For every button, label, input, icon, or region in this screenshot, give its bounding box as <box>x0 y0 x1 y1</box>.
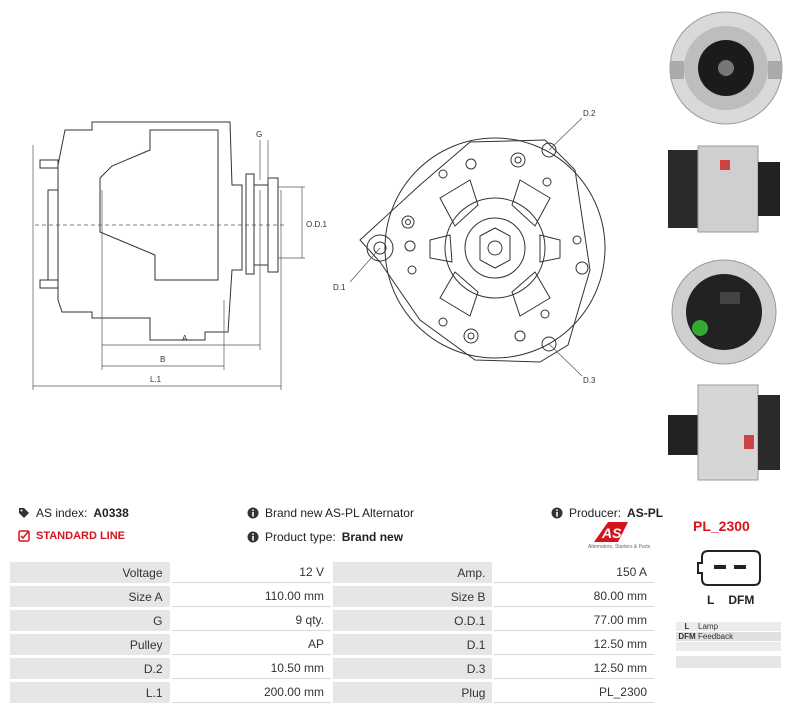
spec-value: 12 V <box>171 562 331 583</box>
spec-value: AP <box>171 634 331 655</box>
technical-drawing: G O.D.1 A B L.1 D.1 D.2 D.3 <box>32 109 606 390</box>
info-icon <box>247 531 259 543</box>
producer: Producer: AS-PL <box>551 506 663 520</box>
spec-label: Size A <box>10 586 170 607</box>
terminal-dfm: DFM <box>728 593 755 607</box>
spec-label: Plug <box>332 682 493 703</box>
spec-table: Voltage 12 V Amp. 150 A Size A 110.00 mm… <box>8 559 656 706</box>
spec-label: Voltage <box>10 562 170 583</box>
product-type-value: Brand new <box>341 530 404 544</box>
spec-value: 80.00 mm <box>494 586 654 607</box>
product-photo-front <box>669 11 783 125</box>
legend-row-empty <box>676 656 781 668</box>
spec-value: 200.00 mm <box>171 682 331 703</box>
plug-terminals: L DFM <box>707 593 754 607</box>
standard-line: STANDARD LINE <box>18 530 125 542</box>
product-type: Product type: Brand new <box>247 530 403 544</box>
table-row: Pulley AP D.1 12.50 mm <box>10 634 654 655</box>
dim-od1-label: O.D.1 <box>306 220 327 229</box>
dim-a-label: A <box>182 334 188 343</box>
spec-value: 9 qty. <box>171 610 331 631</box>
dim-d2-label: D.2 <box>583 109 596 118</box>
description-text: Brand new AS-PL Alternator <box>265 506 414 520</box>
legend-key: DFM <box>678 632 696 641</box>
spec-label: D.2 <box>10 658 170 679</box>
legend-row: L Lamp <box>676 622 781 632</box>
table-row: D.2 10.50 mm D.3 12.50 mm <box>10 658 654 679</box>
terminal-l: L <box>707 593 715 607</box>
as-index-label: AS index: <box>36 506 88 520</box>
product-photo-rear <box>671 259 777 365</box>
info-icon <box>247 507 259 519</box>
info-icon <box>551 507 563 519</box>
dim-b-label: B <box>160 355 165 364</box>
spec-value: 12.50 mm <box>494 658 654 679</box>
product-photo-angle <box>668 384 780 481</box>
plug-diagram <box>697 550 761 586</box>
description: Brand new AS-PL Alternator <box>247 506 414 520</box>
logo-text: AS <box>601 525 622 541</box>
legend-row-empty <box>676 642 781 652</box>
as-index-value: A0338 <box>93 506 129 520</box>
spec-value: 77.00 mm <box>494 610 654 631</box>
spec-label: Pulley <box>10 634 170 655</box>
checkbox-icon <box>18 530 30 542</box>
spec-label: O.D.1 <box>332 610 493 631</box>
tag-icon <box>19 508 29 518</box>
spec-value: 150 A <box>494 562 654 583</box>
spec-label: D.1 <box>332 634 493 655</box>
product-info: AS index: A0338 STANDARD LINE Brand new … <box>0 498 800 558</box>
producer-label: Producer: <box>569 506 622 520</box>
dim-d1-label: D.1 <box>333 283 346 292</box>
spec-label: L.1 <box>10 682 170 703</box>
plug-legend: L Lamp DFM Feedback <box>676 622 781 668</box>
spec-label: Amp. <box>332 562 493 583</box>
dim-g-label: G <box>256 130 262 139</box>
legend-value: Lamp <box>698 622 719 631</box>
legend-key: L <box>684 622 690 631</box>
as-index: AS index: A0338 <box>18 506 129 520</box>
logo-mark: AS <box>594 522 628 542</box>
spec-label: Size B <box>332 586 493 607</box>
spec-value: 110.00 mm <box>171 586 331 607</box>
spec-value: PL_2300 <box>494 682 654 703</box>
product-photos <box>655 0 800 500</box>
plug-code: PL_2300 <box>693 518 750 534</box>
spec-label: G <box>10 610 170 631</box>
spec-value: 10.50 mm <box>171 658 331 679</box>
standard-line-label: STANDARD LINE <box>36 530 126 542</box>
dim-l1-label: L.1 <box>150 375 162 384</box>
product-type-label: Product type: <box>265 530 336 544</box>
as-pl-logo: AS Alternators, Starters & Parts <box>588 520 652 552</box>
producer-value: AS-PL <box>627 506 664 520</box>
legend-value: Feedback <box>698 632 734 641</box>
logo-tagline: Alternators, Starters & Parts <box>588 544 651 550</box>
spec-value: 12.50 mm <box>494 634 654 655</box>
table-row: Size A 110.00 mm Size B 80.00 mm <box>10 586 654 607</box>
table-row: G 9 qty. O.D.1 77.00 mm <box>10 610 654 631</box>
table-row: L.1 200.00 mm Plug PL_2300 <box>10 682 654 703</box>
product-photo-side <box>668 145 780 233</box>
legend-row: DFM Feedback <box>676 632 781 642</box>
table-row: Voltage 12 V Amp. 150 A <box>10 562 654 583</box>
dim-d3-label: D.3 <box>583 376 596 385</box>
spec-label: D.3 <box>332 658 493 679</box>
